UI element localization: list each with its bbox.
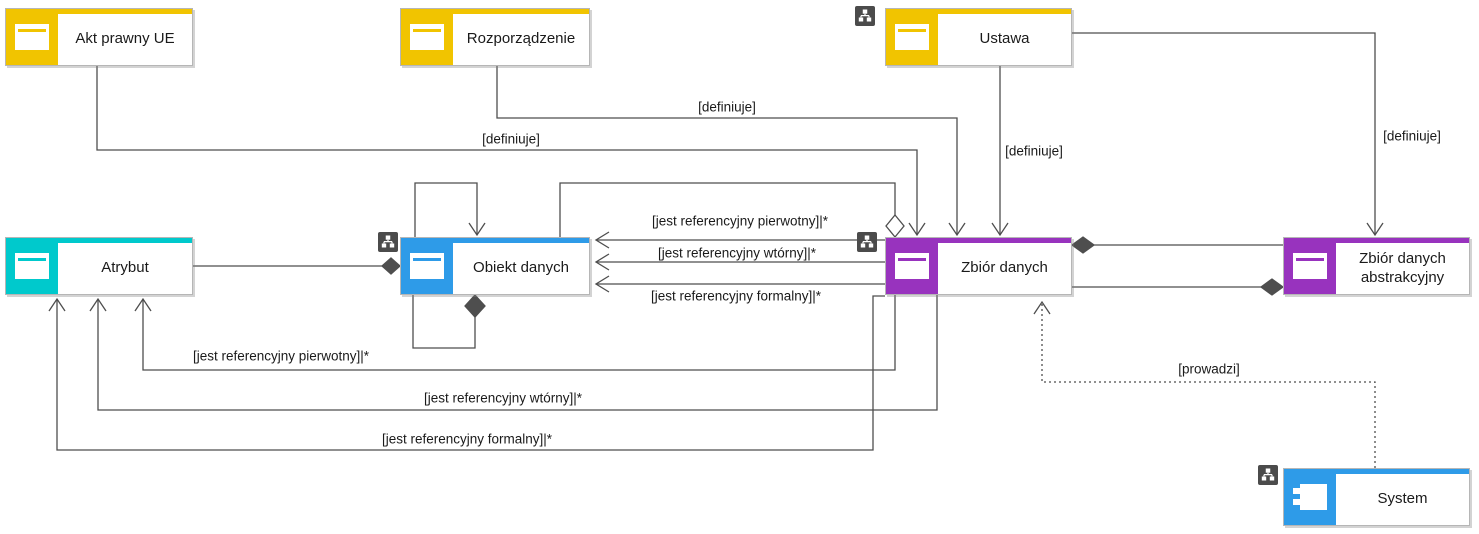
edge-label-prowadzi: [prowadzi] (1176, 361, 1242, 377)
node-rozporzadzenie[interactable]: Rozporządzenie (400, 8, 590, 66)
edge-label-definiuje-ustawa: [definiuje] (1003, 143, 1065, 159)
node-label: Atrybut (101, 259, 149, 277)
node-topbar (886, 238, 1071, 243)
node-topbar (886, 9, 1071, 14)
node-label: Akt prawny UE (75, 30, 175, 48)
business-object-icon (6, 238, 58, 294)
component-icon (1284, 469, 1336, 525)
edge-label-definiuje-akt-prawny: [definiuje] (480, 131, 542, 147)
node-zbior-danych-abstrakcyjny[interactable]: Zbiór danych abstrakcyjny (1283, 237, 1470, 295)
business-object-icon (401, 9, 453, 65)
edge-label-referencyjny-wtorny-obiekt: [jest referencyjny wtórny]|* (655, 245, 819, 261)
edge-label-referencyjny-pierwotny-atrybut: [jest referencyjny pierwotny]|* (190, 348, 372, 364)
business-object-icon (401, 238, 453, 294)
edge-label-definiuje-rozporzadzenie: [definiuje] (696, 99, 758, 115)
edge-label-referencyjny-formalny-atrybut: [jest referencyjny formalny]|* (379, 431, 555, 447)
business-object-icon (1284, 238, 1336, 294)
node-topbar (401, 238, 589, 243)
business-object-icon (886, 9, 938, 65)
node-topbar (6, 238, 192, 243)
node-zbior-danych[interactable]: Zbiór danych (885, 237, 1072, 295)
node-akt-prawny-ue[interactable]: Akt prawny UE (5, 8, 193, 66)
hierarchy-badge-icon (1258, 465, 1278, 485)
hierarchy-badge-icon (857, 232, 877, 252)
node-topbar (1284, 238, 1469, 243)
node-ustawa[interactable]: Ustawa (885, 8, 1072, 66)
hierarchy-badge-icon (378, 232, 398, 252)
business-object-icon (6, 9, 58, 65)
node-topbar (6, 9, 192, 14)
node-system[interactable]: System (1283, 468, 1470, 526)
node-topbar (401, 9, 589, 14)
business-object-icon (886, 238, 938, 294)
node-label: Obiekt danych (473, 259, 569, 277)
node-label: Zbiór danych (961, 259, 1048, 277)
node-label: System (1377, 490, 1428, 508)
edge-label-referencyjny-pierwotny-obiekt: [jest referencyjny pierwotny]|* (649, 213, 831, 229)
hierarchy-badge-icon (855, 6, 875, 26)
node-label: Zbiór danych abstrakcyjny (1359, 249, 1446, 286)
node-atrybut[interactable]: Atrybut (5, 237, 193, 295)
node-label: Rozporządzenie (466, 30, 576, 48)
edge-label-definiuje-ustawa-abstrakcyjny: [definiuje] (1381, 128, 1443, 144)
node-obiekt-danych[interactable]: Obiekt danych (400, 237, 590, 295)
edge-label-referencyjny-formalny-obiekt: [jest referencyjny formalny]|* (648, 288, 824, 304)
node-topbar (1284, 469, 1469, 474)
edge-label-referencyjny-wtorny-atrybut: [jest referencyjny wtórny]|* (421, 390, 585, 406)
node-label: Ustawa (979, 30, 1030, 48)
